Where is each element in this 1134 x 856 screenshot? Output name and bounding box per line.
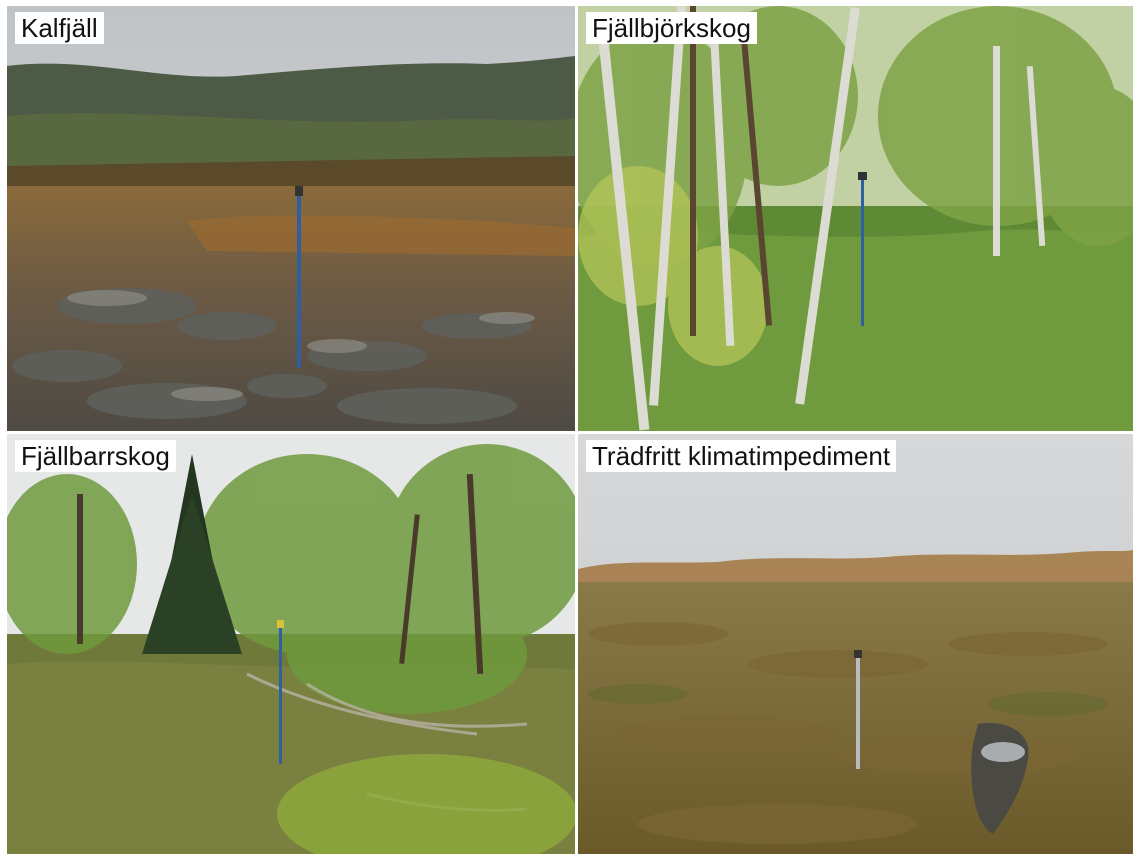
panel-label: Kalfjäll — [15, 12, 104, 44]
panel-label: Fjällbarrskog — [15, 440, 176, 472]
fjallbjorkskog-scene — [578, 6, 1133, 431]
photo-kalfjall: Kalfjäll — [7, 6, 575, 431]
photo-fjallbarrskog: Fjällbarrskog — [7, 434, 575, 854]
panel-label: Fjällbjörkskog — [586, 12, 757, 44]
photo-tradfritt-klimatimpediment: Trädfritt klimatimpediment — [578, 434, 1133, 854]
photo-grid: Kalfjäll — [7, 6, 1133, 854]
fjallbarrskog-scene — [7, 434, 575, 854]
photo-fjallbjorkskog: Fjällbjörkskog — [578, 6, 1133, 431]
kalfjall-scene — [7, 6, 575, 431]
panel-label: Trädfritt klimatimpediment — [586, 440, 897, 472]
tradfritt-scene — [578, 434, 1133, 854]
